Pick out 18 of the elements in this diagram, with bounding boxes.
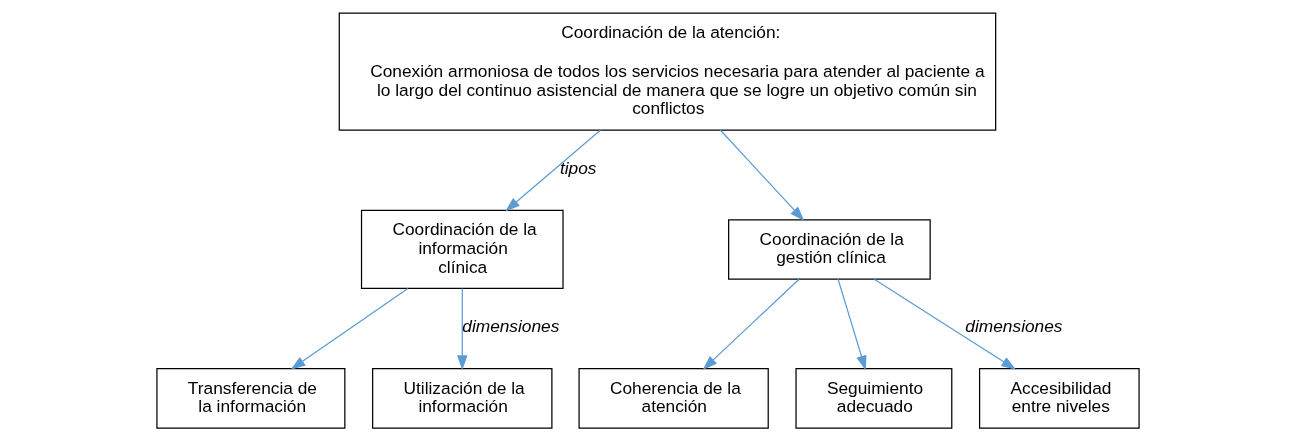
arrow xyxy=(457,287,468,371)
node-box: Coordinación de la atención: Conexión armoniosa de todos los servicios necesaria para atender al paciente a lo largo del continuo asistencial de manera que se logre un objetivo común sin conflictos xyxy=(338,12,997,131)
arrow xyxy=(837,278,867,371)
arrow xyxy=(702,278,800,370)
arrow xyxy=(505,129,601,212)
edge-label: tipos xyxy=(559,157,597,178)
node-box: Seguimiento adecuado xyxy=(795,368,953,429)
node-box: Accesibilidad entre niveles xyxy=(978,368,1140,429)
edge-label: dimensiones xyxy=(462,315,560,336)
edge-label: dimensiones xyxy=(965,315,1063,336)
node-box: Coordinación de la gestión clínica xyxy=(728,219,931,280)
arrow xyxy=(719,129,805,222)
arrow xyxy=(873,278,1017,370)
node-box: Coherencia de la atención xyxy=(578,368,769,429)
node-box: Transferencia de la información xyxy=(156,368,346,429)
arrow xyxy=(290,287,409,370)
node-box: Utilización de la información xyxy=(372,368,553,429)
node-box: Coordinación de la información clínica xyxy=(360,209,564,289)
